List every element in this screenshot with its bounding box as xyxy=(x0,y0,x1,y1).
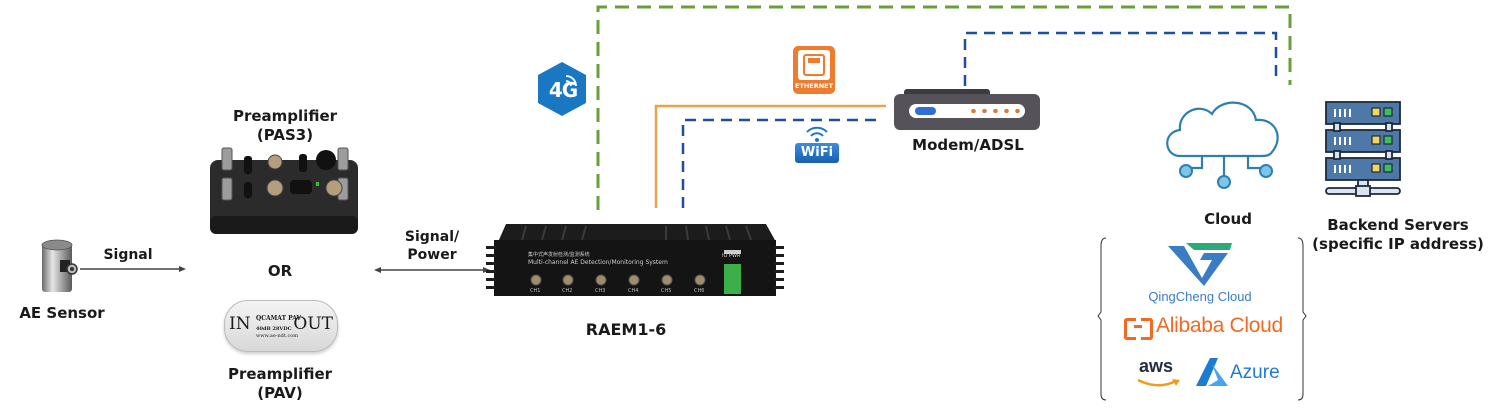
servers-label-line2: (specific IP address) xyxy=(1312,235,1484,253)
alibaba-logo-icon xyxy=(1124,316,1153,340)
ae-sensor-label: AE Sensor xyxy=(19,304,105,322)
ethernet-badge-icon: ETHERNET xyxy=(793,46,835,94)
pav-in-text: IN xyxy=(229,314,251,334)
qingcheng-logo-icon xyxy=(1168,243,1232,286)
aws-logo-text: aws xyxy=(1139,356,1174,376)
pav-spec-text: 40dB 28VDC xyxy=(256,326,292,332)
channel-label: CH4 xyxy=(628,288,639,294)
pav-image: IN OUT QCAMAT PAV 40dB 28VDC www.ae-ndt.… xyxy=(224,300,338,352)
raem-panel-en-text: Multi-channel AE Detection/Monitoring Sy… xyxy=(528,259,668,266)
modem-cloud-link-line xyxy=(963,31,1278,86)
cloud-label: Cloud xyxy=(1204,210,1252,228)
wifi-badge-text: WiFi xyxy=(795,143,839,163)
or-label: OR xyxy=(267,262,293,280)
aws-smile-icon xyxy=(1137,378,1180,387)
channel-label: CH1 xyxy=(530,288,541,294)
signal-arrow xyxy=(80,266,186,272)
raem-label: RAEM1-6 xyxy=(585,320,667,339)
pav-label-line1: Preamplifier xyxy=(227,365,333,383)
azure-text: Azure xyxy=(1230,362,1280,383)
pas3-label-line1: Preamplifier xyxy=(232,107,338,125)
pav-label-line2: (PAV) xyxy=(257,384,303,402)
signal-label: Signal xyxy=(103,247,153,263)
pas3-label-line2: (PAS3) xyxy=(256,126,314,144)
alibaba-cloud-text: Alibaba Cloud xyxy=(1156,314,1283,337)
pav-web-text: www.ae-ndt.com xyxy=(256,333,299,339)
raem-panel-cn-text: 集中式声发射检测/监测系统 xyxy=(528,252,590,258)
ethernet-link-line xyxy=(654,104,886,208)
modem-image xyxy=(894,89,1040,130)
channel-label: CH6 xyxy=(694,288,705,294)
fourg-badge-icon xyxy=(538,62,586,116)
pav-out-text: OUT xyxy=(293,314,333,334)
servers-label-line1: Backend Servers xyxy=(1327,216,1469,234)
raem-channel-labels: CH1 CH2 CH3 CH4 CH5 CH6 xyxy=(530,288,740,296)
modem-label: Modem/ADSL xyxy=(912,136,1024,154)
ae-sensor-image xyxy=(41,239,78,292)
qingcheng-cloud-text: QingCheng Cloud xyxy=(1148,289,1252,304)
cloud-icon xyxy=(1166,101,1279,189)
channel-label: CH5 xyxy=(661,288,672,294)
ethernet-badge-text: ETHERNET xyxy=(794,82,834,90)
fourg-badge-text: 4G xyxy=(548,78,578,102)
provider-bracket xyxy=(1097,237,1307,401)
pas3-image xyxy=(210,147,358,234)
signal-power-arrow xyxy=(374,267,490,273)
server-rack-icon xyxy=(1325,101,1401,197)
channel-label: CH3 xyxy=(595,288,606,294)
raem-device-image xyxy=(486,224,784,296)
channel-label: CH2 xyxy=(562,288,573,294)
wifi-link-line xyxy=(681,118,878,208)
wifi-signal-icon xyxy=(806,126,828,142)
fourg-link-line xyxy=(596,5,1292,210)
raem-terminal-label: IO PWR xyxy=(722,253,741,259)
azure-logo-icon xyxy=(1196,358,1228,386)
pav-brand-text: QCAMAT PAV xyxy=(256,315,302,322)
signal-power-label-line1: Signal/ xyxy=(404,229,460,245)
signal-power-label-line2: Power xyxy=(407,247,457,263)
